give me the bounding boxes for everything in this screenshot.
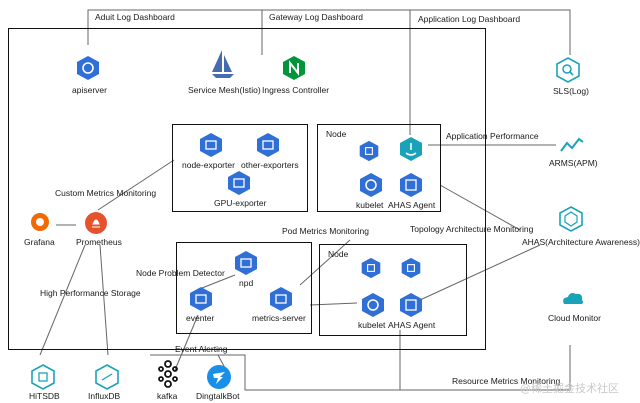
pod-icon-3 bbox=[401, 257, 421, 279]
apiserver-label: apiserver bbox=[72, 85, 107, 95]
ahas-label: AHAS(Architecture Awareness) bbox=[522, 237, 640, 247]
kafka-label: kafka bbox=[157, 391, 178, 401]
prometheus-storage-connector-1 bbox=[39, 244, 86, 356]
application-log-label: Application Log Dashboard bbox=[418, 14, 521, 24]
arms-label: ARMS(APM) bbox=[549, 158, 598, 168]
cluster-frame bbox=[8, 28, 486, 350]
node-exporter-label: node-exporter bbox=[182, 160, 235, 170]
dingtalkbot-label: DingtalkBot bbox=[196, 391, 240, 401]
audit-log-connector bbox=[87, 9, 571, 55]
cloud-monitor-icon bbox=[563, 293, 584, 304]
service-mesh-label: Service Mesh(Istio) bbox=[188, 85, 261, 95]
node-exporter-icon bbox=[200, 133, 222, 157]
npd-label: npd bbox=[239, 278, 254, 288]
custom-metrics-label: Custom Metrics Monitoring bbox=[55, 188, 157, 198]
node1-label: Node bbox=[326, 129, 347, 139]
eventer-alert-connector bbox=[174, 314, 199, 371]
grafana-label: Grafana bbox=[24, 237, 55, 247]
alert-kafka-connector bbox=[217, 354, 226, 369]
node2-label: Node bbox=[328, 249, 349, 259]
kubelet1-label: kubelet bbox=[356, 200, 384, 210]
eventer-icon bbox=[190, 287, 212, 311]
pod-icon-1 bbox=[359, 140, 379, 162]
other-exporters-icon bbox=[257, 133, 279, 157]
hitsdb-icon bbox=[31, 364, 55, 390]
high-perf-storage-label: High Performance Storage bbox=[40, 288, 141, 298]
kubelet2-label: kubelet bbox=[358, 320, 386, 330]
kubelet-icon-2 bbox=[362, 293, 384, 317]
audit-log-label: Aduit Log Dashboard bbox=[95, 12, 175, 22]
custom-metrics-connector bbox=[97, 159, 175, 211]
pod-icon-2 bbox=[361, 257, 381, 279]
topology-label: Topology Architecture Monitoring bbox=[410, 224, 534, 234]
node-problem-detector-label: Node Problem Detector bbox=[136, 268, 225, 278]
kubelet-icon-1 bbox=[360, 173, 382, 197]
metrics-server-icon bbox=[270, 287, 292, 311]
event-alert-connector bbox=[150, 345, 571, 391]
istio-icon bbox=[212, 50, 234, 78]
pod-metrics-label: Pod Metrics Monitoring bbox=[282, 226, 369, 236]
influxdb-icon bbox=[95, 364, 119, 390]
resource-metrics-label: Resource Metrics Monitoring bbox=[452, 376, 561, 386]
arms-icon bbox=[560, 137, 584, 152]
kafka-icon bbox=[158, 360, 178, 388]
ms-kubelet-connector bbox=[309, 302, 358, 306]
node-box-2 bbox=[319, 244, 467, 336]
other-exporters-label: other-exporters bbox=[241, 160, 299, 170]
sls-label: SLS(Log) bbox=[553, 86, 589, 96]
java-app-icon bbox=[400, 137, 422, 161]
npd-box bbox=[176, 242, 312, 334]
apiserver-icon bbox=[77, 56, 99, 80]
grafana-icon bbox=[31, 213, 49, 231]
prometheus-icon bbox=[85, 212, 107, 234]
cloud-monitor-label: Cloud Monitor bbox=[548, 313, 601, 323]
event-alerting-label: Event Alerting bbox=[175, 344, 228, 354]
nginx-icon bbox=[283, 56, 305, 80]
hitsdb-label: HiTSDB bbox=[29, 391, 60, 401]
gateway-log-label: Gateway Log Dashboard bbox=[269, 12, 364, 22]
watermark: @稀土掘金技术社区 bbox=[520, 382, 619, 395]
ingress-label: Ingress Controller bbox=[262, 85, 330, 95]
topology-connector-1 bbox=[439, 184, 521, 231]
ahas-agent-icon-2 bbox=[400, 293, 422, 317]
exporters-box bbox=[172, 124, 308, 212]
app-performance-label: Application Performance bbox=[446, 131, 539, 141]
npd-icon bbox=[235, 251, 257, 275]
ahas-agent-icon-1 bbox=[400, 173, 422, 197]
ahas-icon bbox=[559, 206, 583, 232]
metrics-server-label: metrics-server bbox=[252, 313, 306, 323]
ahas-agent1-label: AHAS Agent bbox=[388, 200, 436, 210]
prometheus-storage-connector-2 bbox=[99, 244, 109, 356]
kubelet-metrics-connector bbox=[299, 239, 351, 286]
ahas-agent2-label: AHAS Agent bbox=[388, 320, 436, 330]
gpu-exporter-icon bbox=[228, 171, 250, 195]
sls-icon bbox=[556, 57, 580, 83]
npd-eventer-connector bbox=[201, 274, 236, 289]
gpu-exporter-label: GPU-exporter bbox=[214, 198, 267, 208]
dingtalk-icon bbox=[207, 365, 231, 389]
prometheus-label: Prometheus bbox=[76, 237, 122, 247]
node-box-1 bbox=[317, 124, 441, 212]
eventer-label: eventer bbox=[186, 313, 215, 323]
influxdb-label: InfluxDB bbox=[88, 391, 121, 401]
topology-connector-2 bbox=[419, 244, 541, 301]
